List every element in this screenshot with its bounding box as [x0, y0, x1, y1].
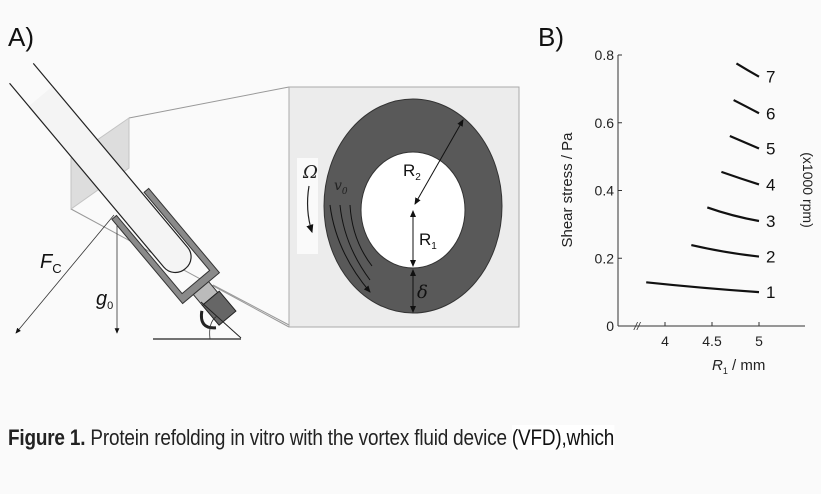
x-tick-label: 5 [755, 333, 763, 349]
motor-joint [201, 290, 237, 326]
series-label-6: 6 [766, 104, 775, 123]
flow-line [339, 204, 371, 281]
series-label-7: 7 [766, 68, 775, 87]
series-label-3: 3 [766, 212, 775, 231]
y-tick-label: 0.2 [595, 250, 615, 266]
tube-assembly [8, 62, 237, 330]
caption-highlight: (VFD),which [511, 425, 615, 450]
series-label-2: 2 [766, 248, 775, 267]
v0-label: v0 [334, 178, 348, 197]
x-axis-label: R1 / mm [712, 357, 765, 376]
series-label-5: 5 [766, 139, 775, 158]
y-tick-label: 0.4 [595, 183, 615, 199]
x-tick-label: 4.5 [702, 333, 722, 349]
rotation-icon [199, 310, 217, 330]
series-line-4 [721, 170, 760, 186]
y-axis-label: Shear stress / Pa [559, 132, 576, 248]
tilt-angle-arc [209, 315, 218, 340]
fc-arrow [15, 214, 115, 334]
r2-label: R2 [403, 161, 421, 183]
y-tick-label: 0.6 [595, 115, 615, 131]
omega-label: Ω [302, 162, 318, 183]
series-line-5 [729, 134, 760, 150]
r2-arrow [414, 119, 464, 205]
series-line-1 [646, 281, 760, 294]
flow-arrow [329, 204, 371, 293]
series-line-3 [706, 206, 760, 223]
panel-b-label: B) [538, 22, 564, 52]
series-line-2 [691, 243, 760, 258]
y-tick-label: 0 [606, 318, 614, 334]
axis-break-mark: // [633, 321, 641, 333]
caption-text: Protein refolding in vitro with the vort… [85, 425, 512, 450]
projection-line-axle [212, 284, 290, 326]
g0-label: g0 [96, 288, 113, 312]
x-tick-label: 4 [661, 333, 669, 349]
y-tick-label: 0.8 [595, 47, 615, 63]
chart-axes: // 0 0.2 0.4 0.6 0.8 4 4.5 5 [595, 47, 805, 349]
rpm-unit-label: (x1000 rpm) [800, 152, 816, 227]
vfd-schematic: FC g0 Ω v0 R2 R1 δ [8, 62, 520, 340]
shear-stress-chart: // 0 0.2 0.4 0.6 0.8 4 4.5 5 1 2 3 4 5 6 7 Shear stres… [559, 47, 816, 376]
series-label-1: 1 [766, 283, 775, 302]
tilt-axis [200, 301, 242, 339]
series-label-4: 4 [766, 175, 775, 194]
fc-label: FC [40, 251, 62, 276]
delta-label: δ [417, 282, 428, 303]
projection-line-top [128, 86, 290, 119]
figure-caption: Figure 1. Protein refolding in vitro wit… [8, 425, 614, 451]
series-line-7 [735, 62, 760, 78]
r1-label: R1 [419, 230, 437, 252]
series-line-6 [733, 99, 760, 115]
panel-a-label: A) [8, 22, 34, 52]
chart-series: 1 2 3 4 5 6 7 [646, 62, 775, 302]
flow-line [349, 204, 373, 267]
caption-label: Figure 1. [8, 425, 86, 450]
rotation-arrow [306, 185, 314, 234]
